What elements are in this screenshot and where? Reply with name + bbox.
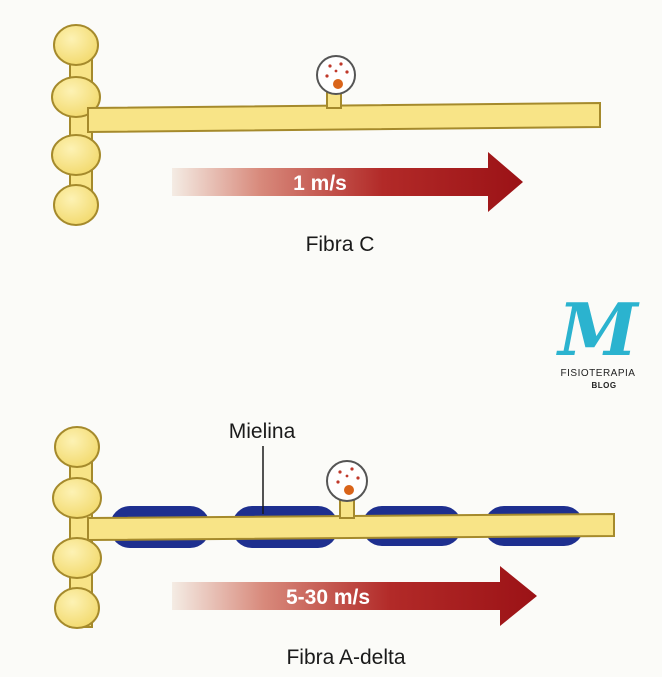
logo-line1: FISIOTERAPIA <box>561 368 636 379</box>
myelin-label: Mielina <box>229 420 296 443</box>
logo-mark: M <box>555 287 640 372</box>
fiber-a-delta-caption: Fibra A-delta <box>286 646 405 669</box>
fisioterapia-blog-logo: M FISIOTERAPIA BLOG <box>555 287 640 390</box>
fiber-a-delta-cell-body <box>326 460 368 502</box>
fiber-c-speed-arrow <box>172 152 523 212</box>
fiber-c-caption: Fibra C <box>306 233 375 256</box>
fiber-a-delta-speed-label: 5-30 m/s <box>286 586 370 609</box>
fiber-a-delta-panel: Mielina 5-30 m/s Fibra A-delta <box>52 420 615 669</box>
fiber-c-terminal-bulbs <box>51 24 101 226</box>
fiber-a-delta-terminal-bulbs <box>52 426 102 629</box>
fiber-c-axon <box>87 101 601 134</box>
fiber-a-delta-axon <box>87 512 615 542</box>
fiber-c-speed-label: 1 m/s <box>293 172 347 195</box>
fiber-c-panel: 1 m/s Fibra C <box>51 24 601 256</box>
fiber-a-delta-speed-arrow <box>172 566 537 626</box>
logo-line2: BLOG <box>591 381 616 390</box>
fiber-c-cell-body <box>316 55 356 95</box>
